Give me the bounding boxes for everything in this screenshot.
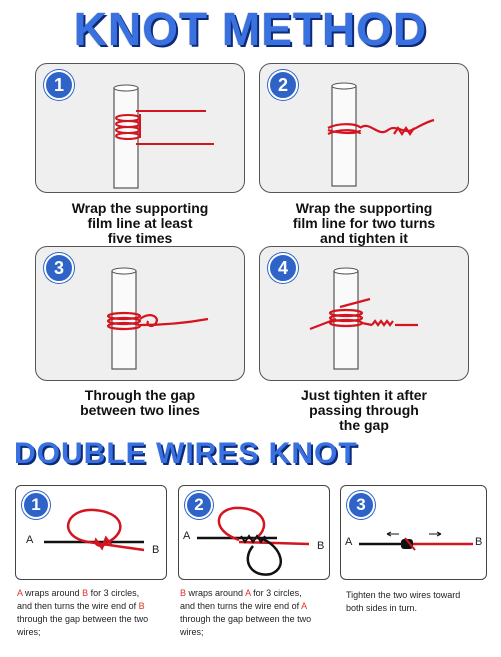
double-step-1-illustration [44,508,145,552]
step-4-illustration [309,267,418,370]
section-title: DOUBLE WIRES KNOT [14,437,358,470]
step-1-illustration [113,84,214,189]
step-number-badge: 1 [44,70,74,100]
step-number-badge: 3 [44,253,74,283]
double-step-2-panel: 2 A B [178,485,330,580]
page-title: KNOT METHOD [73,3,428,55]
wire-a-label: A [183,530,191,542]
step-3-panel: 3 [35,246,245,381]
double-step-2-illustration [197,506,310,576]
step-number-badge: 2 [268,70,298,100]
wire-b-label: B [317,540,325,552]
wire-b-label: B [152,544,160,556]
step-4-panel: 4 [259,246,469,381]
double-step-3-illustration [359,531,473,551]
wire-a-label: A [26,534,34,546]
double-step-2-text: B wraps around A for 3 circles, and then… [180,588,312,637]
wire-a-label: A [345,536,353,548]
step-3-illustration [106,267,209,370]
step-number-badge: 3 [347,491,375,519]
step-1-panel: 1 [35,63,245,193]
step-number-badge: 2 [185,491,213,519]
double-step-1-text: A wraps around B for 3 circles, and then… [17,588,149,637]
double-step-3-text: Tighten the two wires toward both sides … [346,590,461,613]
step-2-panel: 2 [259,63,469,193]
double-step-3-panel: 3 A B [340,485,487,580]
wire-b-label: B [475,536,483,548]
step-number-badge: 4 [268,253,298,283]
double-step-1-panel: 1 A B [15,485,167,580]
step-number-badge: 1 [22,491,50,519]
step-2-illustration [327,82,435,187]
